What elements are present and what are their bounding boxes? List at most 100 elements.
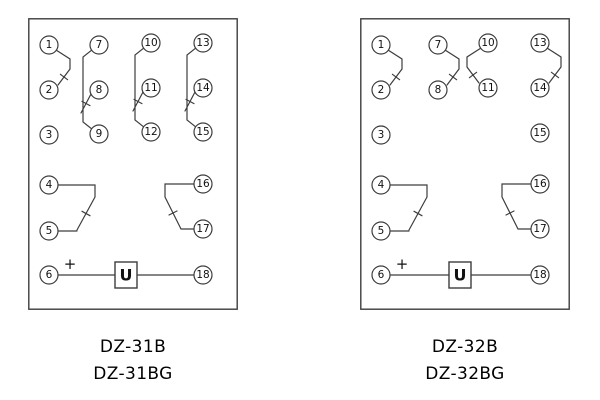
terminal-circle bbox=[141, 33, 161, 53]
terminal-18: 18 bbox=[530, 265, 550, 285]
terminal-number: 11 bbox=[144, 82, 157, 94]
terminal-2: 2 bbox=[371, 80, 391, 100]
contact-10-11-12 bbox=[132, 47, 145, 128]
terminal-circle bbox=[89, 35, 109, 55]
contact-10-11 bbox=[466, 47, 482, 84]
terminal-circle bbox=[141, 78, 161, 98]
polarity-plus-sign: + bbox=[396, 255, 409, 273]
terminal-circle bbox=[371, 80, 391, 100]
terminal-6: 6 bbox=[39, 265, 59, 285]
terminal-circle bbox=[39, 175, 59, 195]
terminal-10: 10 bbox=[478, 33, 498, 53]
polarity-plus-sign: + bbox=[64, 255, 77, 273]
contact-13-14 bbox=[546, 47, 562, 84]
relay-terminal-diagram-dz32: + U 1 2 3 4 5 6 7 8 10 11 13 14 15 16 17… bbox=[360, 18, 570, 388]
terminal-number: 16 bbox=[533, 178, 547, 190]
contact-16-17 bbox=[501, 183, 532, 230]
contact-4-5 bbox=[57, 184, 96, 232]
terminal-1: 1 bbox=[371, 35, 391, 55]
terminal-12: 12 bbox=[141, 122, 161, 142]
terminal-number: 6 bbox=[378, 269, 385, 281]
contact-16-17 bbox=[164, 183, 195, 230]
terminal-circle bbox=[428, 80, 448, 100]
terminal-number: 7 bbox=[435, 39, 442, 51]
terminal-circle bbox=[39, 221, 59, 241]
terminal-number: 18 bbox=[533, 269, 546, 281]
terminal-10: 10 bbox=[141, 33, 161, 53]
terminal-circle bbox=[193, 174, 213, 194]
wiring-lines bbox=[387, 47, 562, 276]
terminal-circle bbox=[39, 35, 59, 55]
coil-voltage-label: U bbox=[120, 266, 133, 285]
terminal-13: 13 bbox=[530, 33, 550, 53]
terminal-17: 17 bbox=[530, 219, 550, 239]
terminal-number: 4 bbox=[378, 179, 385, 191]
terminal-circle bbox=[530, 219, 550, 239]
terminal-circle bbox=[89, 80, 109, 100]
terminal-circle bbox=[371, 265, 391, 285]
terminal-number: 15 bbox=[533, 127, 546, 139]
terminal-7: 7 bbox=[428, 35, 448, 55]
terminal-7: 7 bbox=[89, 35, 109, 55]
terminal-number: 1 bbox=[46, 39, 53, 51]
coil-voltage-label: U bbox=[454, 266, 467, 285]
terminal-15: 15 bbox=[193, 122, 213, 142]
terminal-3: 3 bbox=[371, 125, 391, 145]
terminal-circle bbox=[478, 78, 498, 98]
terminal-number: 12 bbox=[144, 126, 157, 138]
terminal-number: 7 bbox=[96, 39, 103, 51]
terminal-9: 9 bbox=[89, 124, 109, 144]
diagram-border bbox=[28, 18, 238, 310]
terminal-circle bbox=[89, 124, 109, 144]
terminal-18: 18 bbox=[193, 265, 213, 285]
terminal-number: 6 bbox=[46, 269, 53, 281]
terminal-circle bbox=[39, 265, 59, 285]
coil-rect bbox=[448, 261, 472, 289]
model-label: DZ-32BG bbox=[425, 364, 505, 384]
terminal-circle bbox=[530, 33, 550, 53]
terminal-circle bbox=[39, 80, 59, 100]
terminal-number: 2 bbox=[46, 84, 53, 96]
terminal-number: 5 bbox=[46, 225, 53, 237]
terminal-8: 8 bbox=[428, 80, 448, 100]
terminal-2: 2 bbox=[39, 80, 59, 100]
model-caption-dz32: DZ-32B DZ-32BG bbox=[360, 334, 570, 388]
terminal-circle bbox=[478, 33, 498, 53]
terminal-circle bbox=[141, 122, 161, 142]
terminal-number: 17 bbox=[533, 223, 546, 235]
terminal-4: 4 bbox=[39, 175, 59, 195]
terminal-number: 1 bbox=[378, 39, 385, 51]
terminal-circle bbox=[193, 122, 213, 142]
terminal-circle bbox=[193, 219, 213, 239]
terminal-number: 3 bbox=[46, 129, 53, 141]
terminal-number: 8 bbox=[435, 84, 442, 96]
terminal-circle bbox=[530, 174, 550, 194]
model-label: DZ-31B bbox=[99, 337, 167, 357]
terminal-number: 3 bbox=[378, 129, 385, 141]
diagram-border bbox=[360, 18, 570, 310]
terminal-13: 13 bbox=[193, 33, 213, 53]
terminal-number: 8 bbox=[96, 84, 103, 96]
terminal-circle bbox=[371, 125, 391, 145]
contact-7-8-9 bbox=[80, 49, 93, 130]
terminal-5: 5 bbox=[39, 221, 59, 241]
terminal-number: 4 bbox=[46, 179, 53, 191]
terminal-number: 14 bbox=[196, 82, 210, 94]
terminal-15: 15 bbox=[530, 123, 550, 143]
terminal-number: 18 bbox=[196, 269, 209, 281]
terminal-circle bbox=[371, 175, 391, 195]
coil-box: U bbox=[114, 261, 138, 289]
coil-rect bbox=[114, 261, 138, 289]
terminal-circle bbox=[530, 123, 550, 143]
diagram-canvas-dz32: + U 1 2 3 4 5 6 7 8 10 11 13 14 15 16 17… bbox=[360, 18, 570, 310]
terminal-circle bbox=[371, 35, 391, 55]
terminal-circle bbox=[371, 221, 391, 241]
terminal-16: 16 bbox=[193, 174, 213, 194]
terminal-circle bbox=[193, 33, 213, 53]
terminal-circle bbox=[428, 35, 448, 55]
diagram-canvas-dz31: + U 1 2 3 4 5 6 7 8 9 10 11 12 13 14 15 … bbox=[28, 18, 238, 310]
terminal-17: 17 bbox=[193, 219, 213, 239]
model-caption-dz31: DZ-31B DZ-31BG bbox=[28, 334, 238, 388]
relay-terminal-diagram-dz31: + U 1 2 3 4 5 6 7 8 9 10 11 12 13 14 15 … bbox=[28, 18, 238, 388]
